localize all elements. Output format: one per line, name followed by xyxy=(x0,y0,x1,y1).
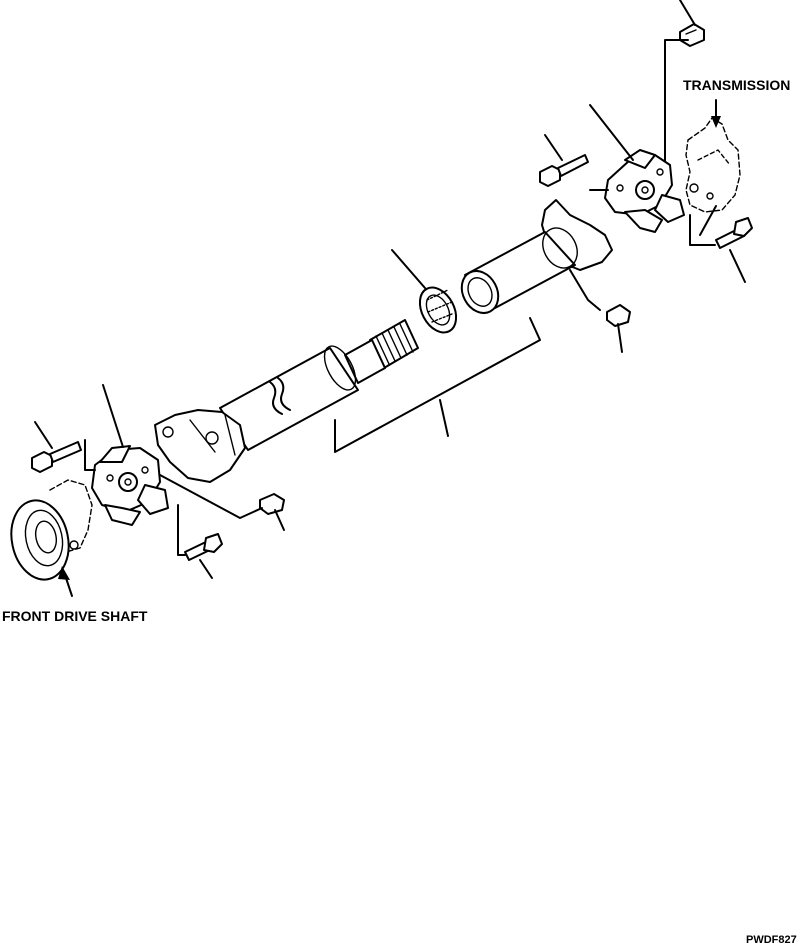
bearing-ring xyxy=(391,249,458,334)
right-bolt xyxy=(539,134,609,191)
left-universal-joint xyxy=(91,384,169,526)
tube-assembly-leader xyxy=(334,317,541,453)
front-drive-shaft-arrow-icon xyxy=(58,566,70,580)
right-universal-joint xyxy=(589,104,685,233)
front-drive-shaft-flange xyxy=(10,479,93,581)
figure-code-label: PWDF827 xyxy=(746,934,797,946)
left-fitting xyxy=(159,474,285,531)
lower-left-bolt xyxy=(177,504,223,579)
mid-right-fitting xyxy=(606,304,631,353)
transmission-label: TRANSMISSION xyxy=(683,77,790,93)
left-bolt xyxy=(31,421,96,473)
transmission-housing xyxy=(685,117,741,236)
transmission-arrow-icon xyxy=(711,116,721,128)
lower-right-bolt xyxy=(689,214,753,283)
tube-flange-yoke xyxy=(154,409,246,483)
slip-yoke-tube xyxy=(460,199,613,315)
splined-shaft xyxy=(344,319,419,384)
front-drive-shaft-label: FRONT DRIVE SHAFT xyxy=(2,608,148,624)
